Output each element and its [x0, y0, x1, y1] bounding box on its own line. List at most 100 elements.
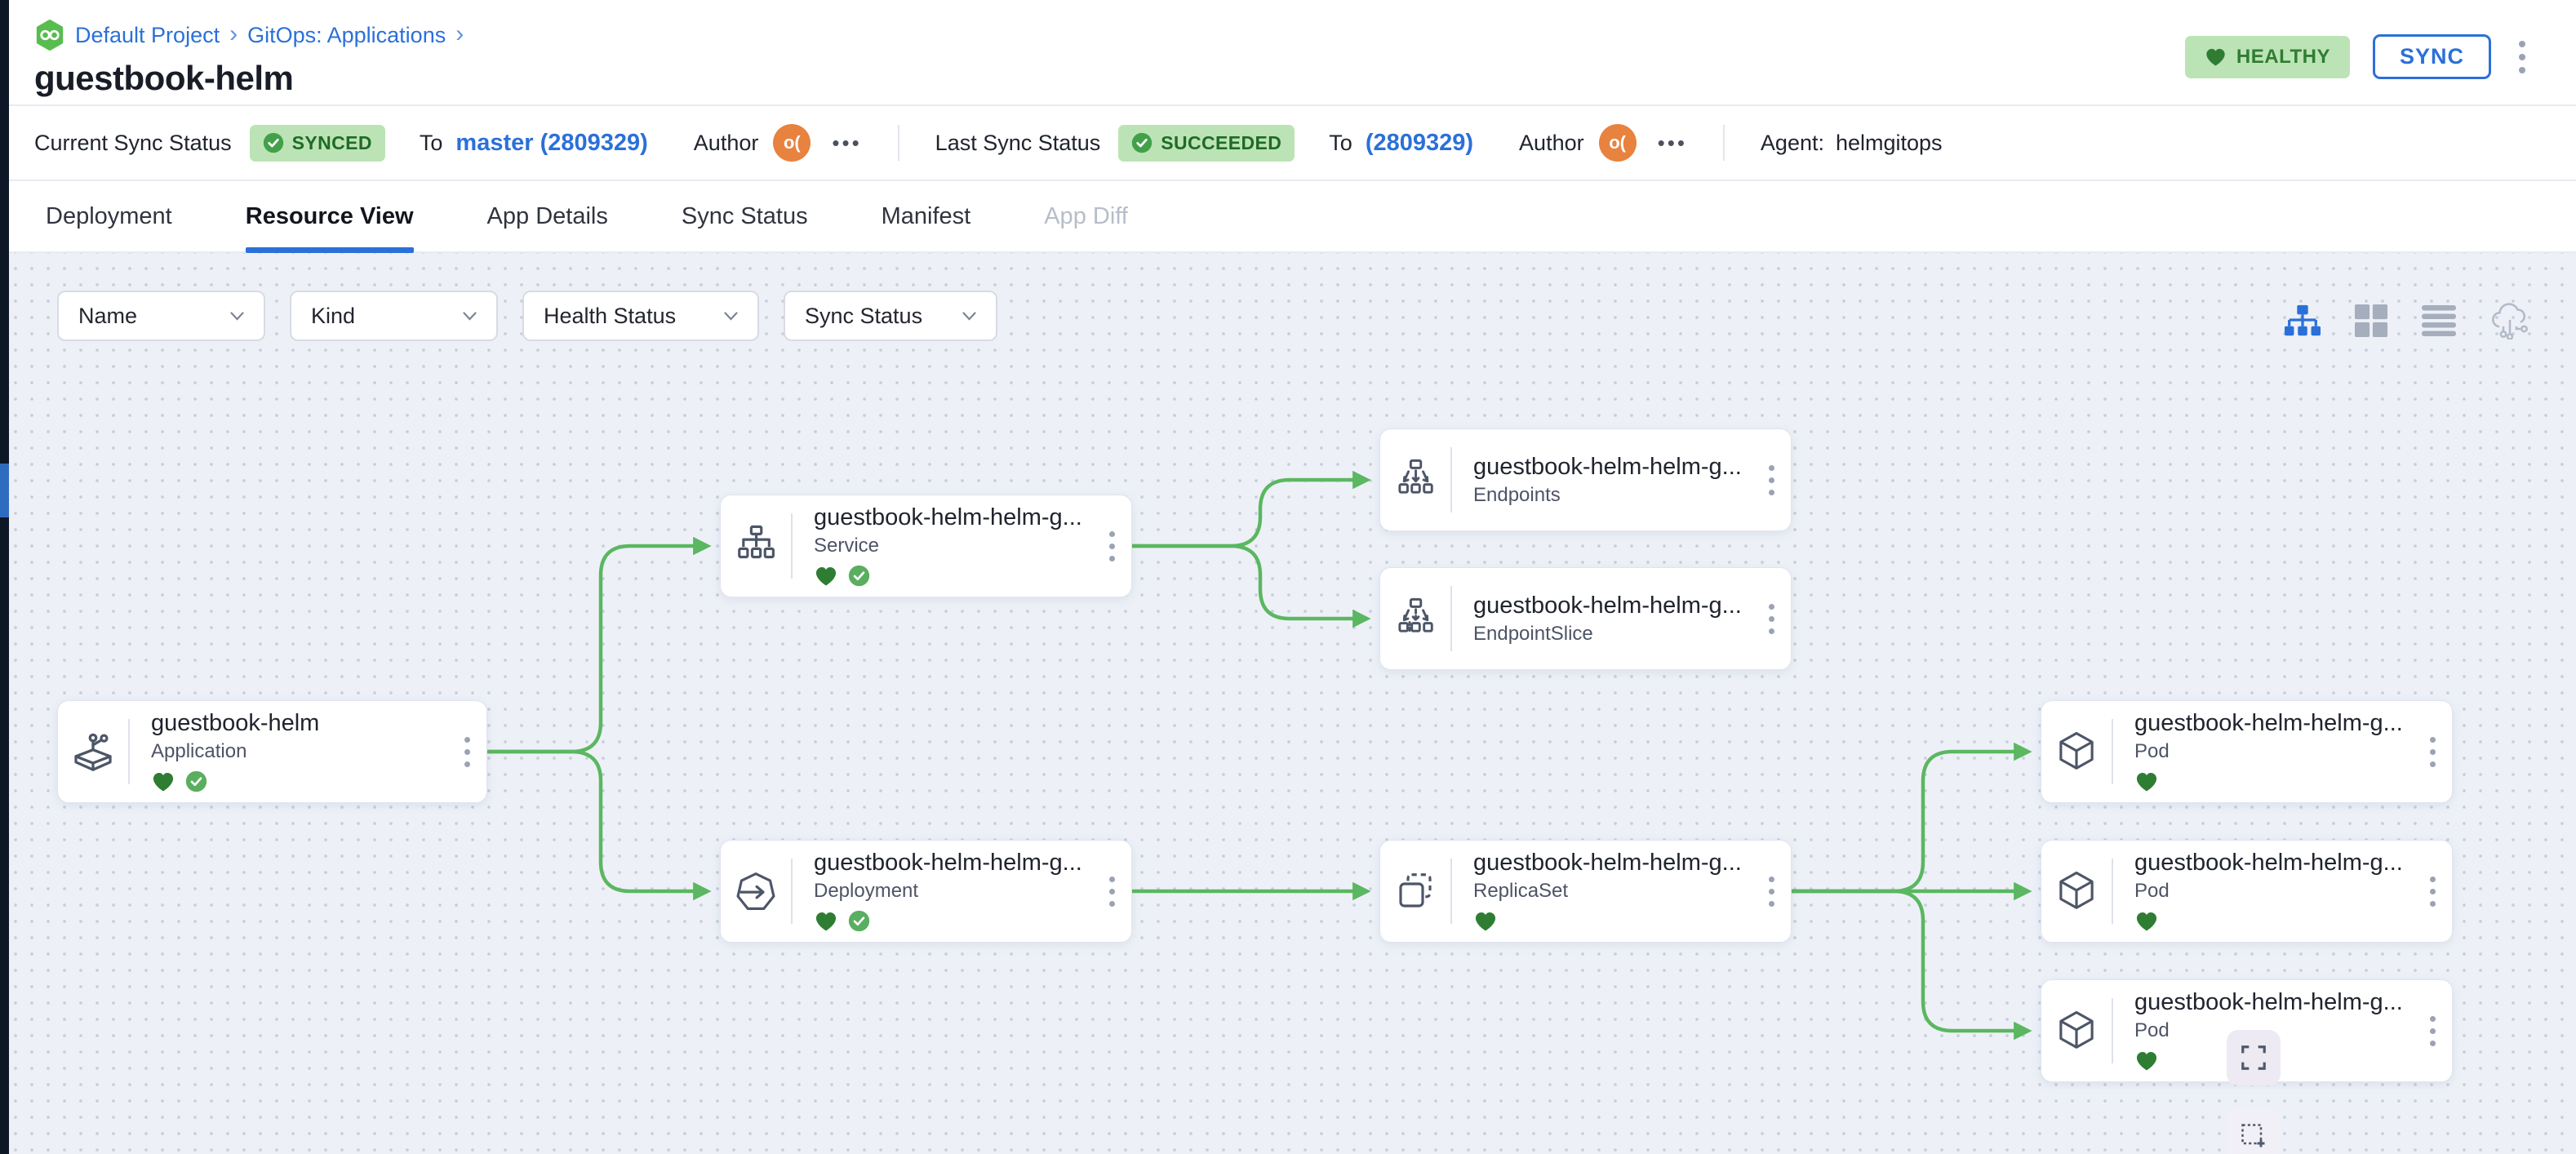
pod-icon: [2041, 1009, 2112, 1053]
app-tabs: Deployment Resource View App Details Syn…: [0, 181, 2576, 253]
filter-kind-dropdown[interactable]: Kind: [290, 291, 498, 341]
more-info-button[interactable]: •••: [832, 130, 862, 155]
node-title: guestbook-helm-helm-g...: [2134, 850, 2403, 876]
pod-icon: [2041, 730, 2112, 774]
node-kebab-menu-icon[interactable]: [1104, 526, 1120, 566]
breadcrumb-default-project[interactable]: Default Project: [75, 22, 220, 47]
view-mode-switcher: [2284, 302, 2530, 340]
healthy-heart-icon: [153, 772, 174, 791]
node-title: guestbook-helm-helm-g...: [2134, 710, 2403, 736]
filter-name-dropdown[interactable]: Name: [57, 291, 265, 341]
list-view-icon[interactable]: [2421, 304, 2457, 337]
tab-app-diff: App Diff: [1044, 202, 1128, 229]
filter-sync-status-dropdown[interactable]: Sync Status: [784, 291, 997, 341]
author-label: Author: [1519, 130, 1584, 155]
tab-sync-status[interactable]: Sync Status: [681, 202, 808, 229]
last-revision-link[interactable]: (2809329): [1365, 129, 1474, 156]
page-title: guestbook-helm: [34, 59, 294, 97]
author-avatar: o(: [773, 124, 811, 162]
node-kind: ReplicaSet: [1473, 880, 1569, 902]
fullscreen-button[interactable]: [2227, 1030, 2281, 1085]
to-label: To: [1329, 130, 1352, 155]
node-kind: EndpointSlice: [1473, 622, 1593, 645]
grid-view-icon[interactable]: [2354, 304, 2388, 338]
chevron-down-icon: [962, 311, 976, 321]
filter-health-status-dropdown[interactable]: Health Status: [522, 291, 759, 341]
endpoints-icon: [1380, 458, 1450, 502]
sidebar-active-indicator: [0, 464, 9, 517]
chevron-down-icon: [724, 311, 738, 321]
node-endpointslice[interactable]: guestbook-helm-helm-g... EndpointSlice: [1379, 567, 1792, 670]
tab-resource-view[interactable]: Resource View: [245, 181, 414, 253]
node-replicaset[interactable]: guestbook-helm-helm-g... ReplicaSet: [1379, 840, 1792, 943]
node-kebab-menu-icon[interactable]: [460, 732, 475, 772]
chevron-down-icon: [230, 311, 244, 321]
breadcrumb: Default Project › GitOps: Applications ›: [34, 20, 2576, 51]
node-deployment[interactable]: guestbook-helm-helm-g... Deployment: [720, 840, 1132, 943]
breadcrumb-gitops-applications[interactable]: GitOps: Applications: [247, 22, 446, 47]
node-pod-2[interactable]: guestbook-helm-helm-g... Pod: [2041, 840, 2453, 943]
node-title: guestbook-helm-helm-g...: [1473, 453, 1742, 480]
node-kind: Deployment: [814, 880, 919, 902]
node-kebab-menu-icon[interactable]: [1764, 599, 1779, 639]
edge-app-service: [485, 536, 712, 754]
node-kebab-menu-icon[interactable]: [1764, 872, 1779, 912]
header-actions: HEALTHY SYNC: [2184, 34, 2530, 79]
edge-replicaset-pod1: [1789, 742, 2032, 894]
tree-view-icon[interactable]: [2284, 304, 2321, 338]
tab-deployment[interactable]: Deployment: [46, 202, 172, 229]
sync-button[interactable]: SYNC: [2372, 34, 2491, 79]
card-divider: [2112, 998, 2113, 1063]
node-kebab-menu-icon[interactable]: [2425, 872, 2441, 912]
node-kebab-menu-icon[interactable]: [2425, 732, 2441, 772]
card-divider: [791, 859, 793, 924]
vertical-divider: [897, 125, 899, 161]
card-divider: [2112, 859, 2113, 924]
node-kind: Pod: [2134, 1019, 2170, 1041]
node-title: guestbook-helm-helm-g...: [814, 504, 1082, 530]
marquee-zoom-icon: [2241, 1124, 2265, 1147]
tab-manifest[interactable]: Manifest: [881, 202, 971, 229]
node-pod-1[interactable]: guestbook-helm-helm-g... Pod: [2041, 700, 2453, 803]
node-service[interactable]: guestbook-helm-helm-g... Service: [720, 495, 1132, 597]
node-kebab-menu-icon[interactable]: [1764, 460, 1779, 500]
agent-label: Agent:: [1760, 130, 1824, 155]
node-endpoints[interactable]: guestbook-helm-helm-g... Endpoints: [1379, 428, 1792, 531]
sync-status-bar: Current Sync Status SYNCED To master (28…: [0, 106, 2576, 181]
network-view-icon[interactable]: [2489, 302, 2530, 340]
active-tab-underline: [245, 247, 414, 253]
node-application-guestbook-helm[interactable]: guestbook-helm Application: [57, 700, 487, 803]
current-sync-label: Current Sync Status: [34, 130, 232, 155]
synced-check-icon: [848, 565, 870, 586]
endpointslice-icon: [1380, 597, 1450, 641]
tab-app-details[interactable]: App Details: [486, 202, 608, 229]
healthy-heart-icon: [2136, 1051, 2157, 1070]
collapsed-sidebar[interactable]: [0, 0, 9, 1154]
marquee-zoom-button[interactable]: [2227, 1108, 2281, 1154]
node-kebab-menu-icon[interactable]: [2425, 1011, 2441, 1051]
resource-tree-canvas[interactable]: Name Kind Health Status Sync Status: [0, 253, 2576, 1154]
node-title: guestbook-helm: [151, 710, 320, 736]
last-sync-group: Last Sync Status SUCCEEDED To (2809329) …: [935, 124, 1687, 162]
check-circle-icon: [1132, 132, 1153, 153]
node-title: guestbook-helm-helm-g...: [1473, 850, 1742, 876]
current-sync-group: Current Sync Status SYNCED To master (28…: [34, 124, 862, 162]
kebab-menu-icon[interactable]: [2514, 36, 2530, 78]
agent-group: Agent: helmgitops: [1761, 131, 1943, 156]
edge-service-endpointslice: [1117, 544, 1371, 628]
deployment-icon: [721, 869, 791, 913]
healthy-heart-icon: [1475, 912, 1496, 930]
node-kind: Pod: [2134, 880, 2170, 902]
card-divider: [2112, 719, 2113, 784]
more-info-button[interactable]: •••: [1657, 130, 1687, 155]
page-header: Default Project › GitOps: Applications ›…: [0, 0, 2576, 106]
node-kebab-menu-icon[interactable]: [1104, 872, 1120, 912]
healthy-heart-icon: [815, 566, 837, 585]
edge-app-deployment: [485, 749, 712, 901]
heart-icon: [2205, 47, 2227, 67]
healthy-heart-icon: [815, 912, 837, 930]
current-revision-link[interactable]: master (2809329): [455, 129, 648, 156]
pod-icon: [2041, 869, 2112, 913]
application-icon: [58, 729, 128, 775]
